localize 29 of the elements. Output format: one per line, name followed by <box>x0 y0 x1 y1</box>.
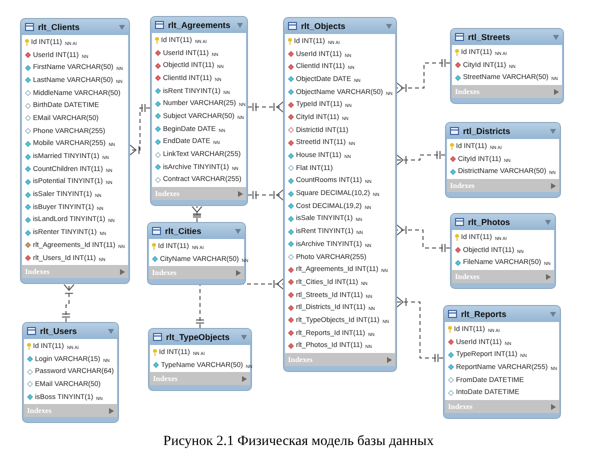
table-name: rlt_TypeObjects <box>166 332 231 342</box>
figure-caption: Рисунок 2.1 Физическая модель базы данных <box>163 434 434 449</box>
table-name: rlt_Cities <box>165 226 202 236</box>
table-card <box>148 328 252 392</box>
relationship-line <box>130 104 150 156</box>
table-name: rlt_Users <box>40 326 78 336</box>
relationship-line <box>62 284 74 322</box>
table-card <box>443 305 561 420</box>
relationship-line <box>248 102 284 112</box>
table-name: rlt_Photos <box>468 217 512 227</box>
relationship-line <box>396 59 450 94</box>
table-name: rtl_Districts <box>463 126 512 136</box>
relationship-line <box>192 206 202 222</box>
table-card <box>147 222 246 286</box>
relationship-line <box>248 190 284 200</box>
table-card <box>445 122 561 198</box>
relationship-line <box>396 224 450 252</box>
table-card <box>450 28 564 104</box>
table-name: rtl_Streets <box>468 32 512 42</box>
table-name: rlt_Reports <box>461 309 508 319</box>
table-name: rlt_Clients <box>38 22 81 32</box>
table-card <box>20 18 130 284</box>
relationship-line <box>396 151 446 166</box>
table-name: rlt_Agreements <box>168 20 232 30</box>
table-card <box>150 16 248 206</box>
relationship-line <box>396 296 444 362</box>
table-card <box>450 213 556 290</box>
table-name: rlt_Objects <box>301 21 346 31</box>
table-card <box>22 322 119 424</box>
